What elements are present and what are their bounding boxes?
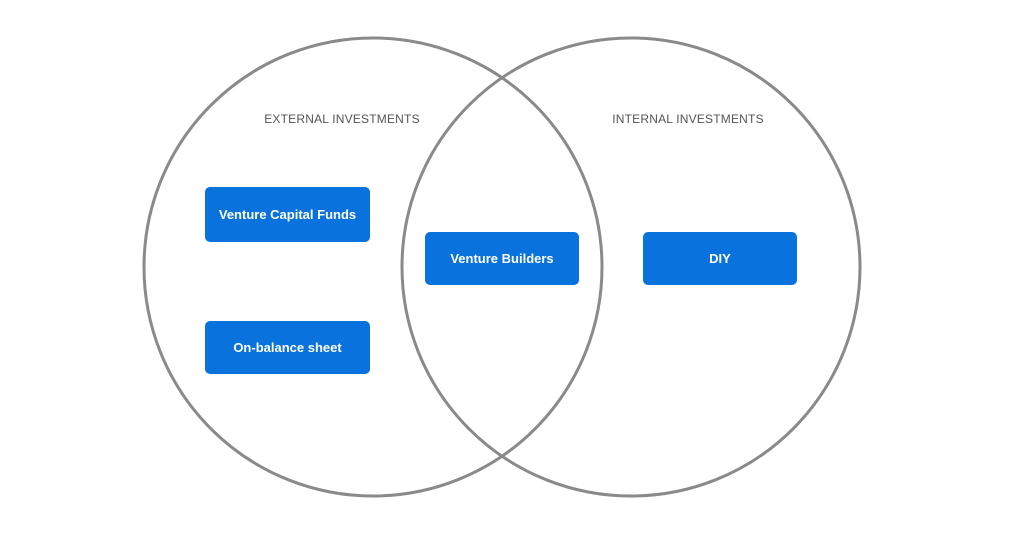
internal-investments-circle [400, 36, 862, 498]
on-balance-sheet-box: On-balance sheet [205, 321, 370, 374]
external-investments-circle [142, 36, 604, 498]
venture-builders-text: Venture Builders [450, 251, 554, 266]
diy-box: DIY [643, 232, 797, 285]
internal-investments-label: INTERNAL INVESTMENTS [612, 112, 764, 126]
external-investments-label: EXTERNAL INVESTMENTS [264, 112, 420, 126]
venture-capital-funds-text: Venture Capital Funds [218, 207, 357, 222]
venture-capital-funds-box: Venture Capital Funds [205, 187, 370, 242]
venture-builders-box: Venture Builders [425, 232, 579, 285]
diy-text: DIY [709, 251, 731, 266]
on-balance-sheet-text: On-balance sheet [233, 340, 342, 355]
